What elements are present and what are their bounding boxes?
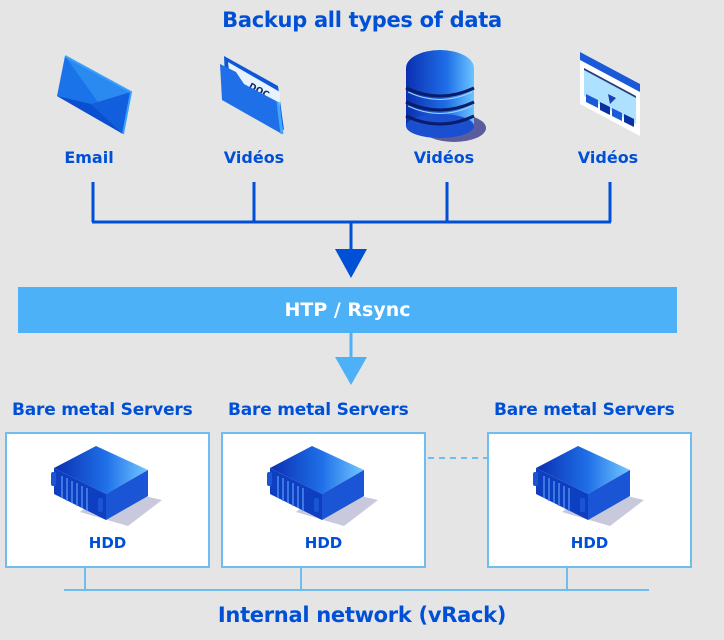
network-label: Internal network (vRack) [217, 603, 507, 627]
video-player-window-icon [580, 52, 640, 136]
server-icon [51, 446, 162, 526]
diagram-title: Backup all types of data [222, 8, 502, 32]
server-title-3: Bare metal Servers [494, 400, 675, 420]
transfer-protocol-bar: HTP / Rsync [18, 287, 677, 333]
server-storage-label-2: HDD [304, 534, 343, 552]
server-title-2: Bare metal Servers [228, 400, 409, 420]
database-icon [405, 50, 486, 142]
arrow-down-dark [335, 249, 367, 278]
server-icon [267, 446, 378, 526]
source-label-folder: Vidéos [223, 148, 285, 167]
source-label-video: Vidéos [577, 148, 639, 167]
transfer-protocol-label: HTP / Rsync [284, 299, 411, 321]
server-icon [533, 446, 644, 526]
source-label-email: Email [64, 148, 114, 167]
email-envelope-icon [57, 55, 133, 135]
document-folder-icon: DOC [220, 56, 284, 135]
source-label-database: Vidéos [413, 148, 475, 167]
arrow-down-light [335, 357, 367, 385]
server-storage-label-3: HDD [570, 534, 609, 552]
server-title-1: Bare metal Servers [12, 400, 193, 420]
server-storage-label-1: HDD [88, 534, 127, 552]
